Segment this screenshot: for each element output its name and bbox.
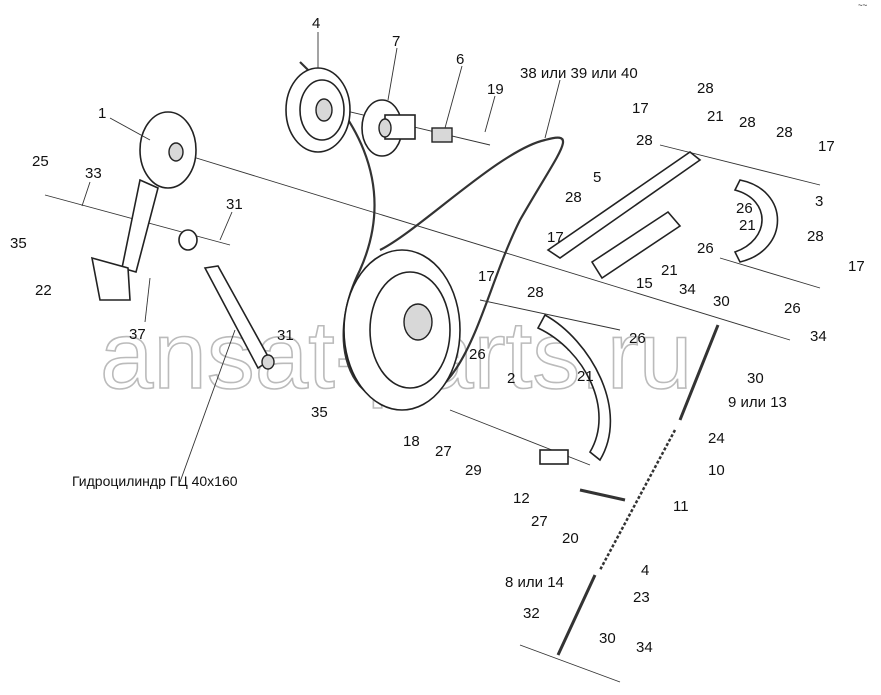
callout: 28	[527, 284, 544, 301]
callout: 19	[487, 81, 504, 98]
callout: 21	[577, 368, 594, 385]
drive-pulley	[343, 249, 461, 411]
bracket-5	[546, 151, 702, 280]
callout: 29	[465, 462, 482, 479]
callout: 23	[633, 589, 650, 606]
spacer-29	[539, 449, 569, 465]
callout: 30	[713, 293, 730, 310]
v-belt	[299, 61, 565, 407]
tensioner-pulley-1	[90, 111, 197, 301]
callout: 34	[679, 281, 696, 298]
callout: 31	[277, 327, 294, 344]
callout: 27	[531, 513, 548, 530]
callout: 17	[547, 229, 564, 246]
callout: 35	[311, 404, 328, 421]
pulley-4	[285, 67, 351, 153]
callout: 34	[636, 639, 653, 656]
corner-mark: ~~	[858, 1, 868, 10]
callout: 26	[469, 346, 486, 363]
callout: 18	[403, 433, 420, 450]
callout: 26	[697, 240, 714, 257]
callout: 34	[810, 328, 827, 345]
callout: 31	[226, 196, 243, 213]
callout: 26	[629, 330, 646, 347]
callout: 28	[776, 124, 793, 141]
callout: 25	[32, 153, 49, 170]
callout: 10	[708, 462, 725, 479]
callout: 3	[815, 193, 823, 210]
spring-11	[598, 429, 677, 571]
callout: 21	[661, 262, 678, 279]
brake-band-3	[733, 179, 779, 263]
callout: 2	[507, 370, 515, 387]
callout: 17	[632, 100, 649, 117]
callout: 30	[747, 370, 764, 387]
callout: 28	[636, 132, 653, 149]
bracket-6	[431, 127, 453, 143]
callout: 26	[736, 200, 753, 217]
callout: 17	[818, 138, 835, 155]
callout: 30	[599, 630, 616, 647]
brake-band-2	[536, 313, 612, 462]
callout: 11	[673, 498, 689, 515]
callout: 20	[562, 530, 579, 547]
callout: 24	[708, 430, 725, 447]
callout: 17	[848, 258, 865, 275]
pin-20	[579, 488, 626, 502]
callout: 21	[707, 108, 724, 125]
callout: 9 или 13	[728, 394, 787, 411]
callout: 27	[435, 443, 452, 460]
rod-9	[678, 324, 720, 421]
callout: 15	[636, 275, 653, 292]
callout: 28	[739, 114, 756, 131]
callout: 4	[312, 15, 320, 32]
callout: 4	[641, 562, 649, 579]
callout: 17	[478, 268, 495, 285]
callout: 1	[98, 105, 106, 122]
callout: 28	[565, 189, 582, 206]
callout: 21	[739, 217, 756, 234]
callout: 8 или 14	[505, 574, 564, 591]
cylinder-caption: Гидроцилиндр ГЦ 40x160	[72, 473, 238, 489]
callout: 12	[513, 490, 530, 507]
callout: 22	[35, 282, 52, 299]
callout: 32	[523, 605, 540, 622]
callout: 37	[129, 326, 146, 343]
hub-7	[361, 99, 416, 157]
callout: 6	[456, 51, 464, 68]
callout: 5	[593, 169, 601, 186]
callout: 26	[784, 300, 801, 317]
rod-8	[556, 574, 597, 656]
callout: 7	[392, 33, 400, 50]
callout: 28	[807, 228, 824, 245]
callout: 33	[85, 165, 102, 182]
hydraulic-cylinder	[178, 229, 275, 370]
callout: 35	[10, 235, 27, 252]
leader-lines	[81, 32, 561, 483]
callout: 28	[697, 80, 714, 97]
callouts: 4 7 6 19 38 или 39 или 40 28 17 21 28 28…	[10, 15, 865, 656]
callout: 38 или 39 или 40	[520, 65, 638, 82]
